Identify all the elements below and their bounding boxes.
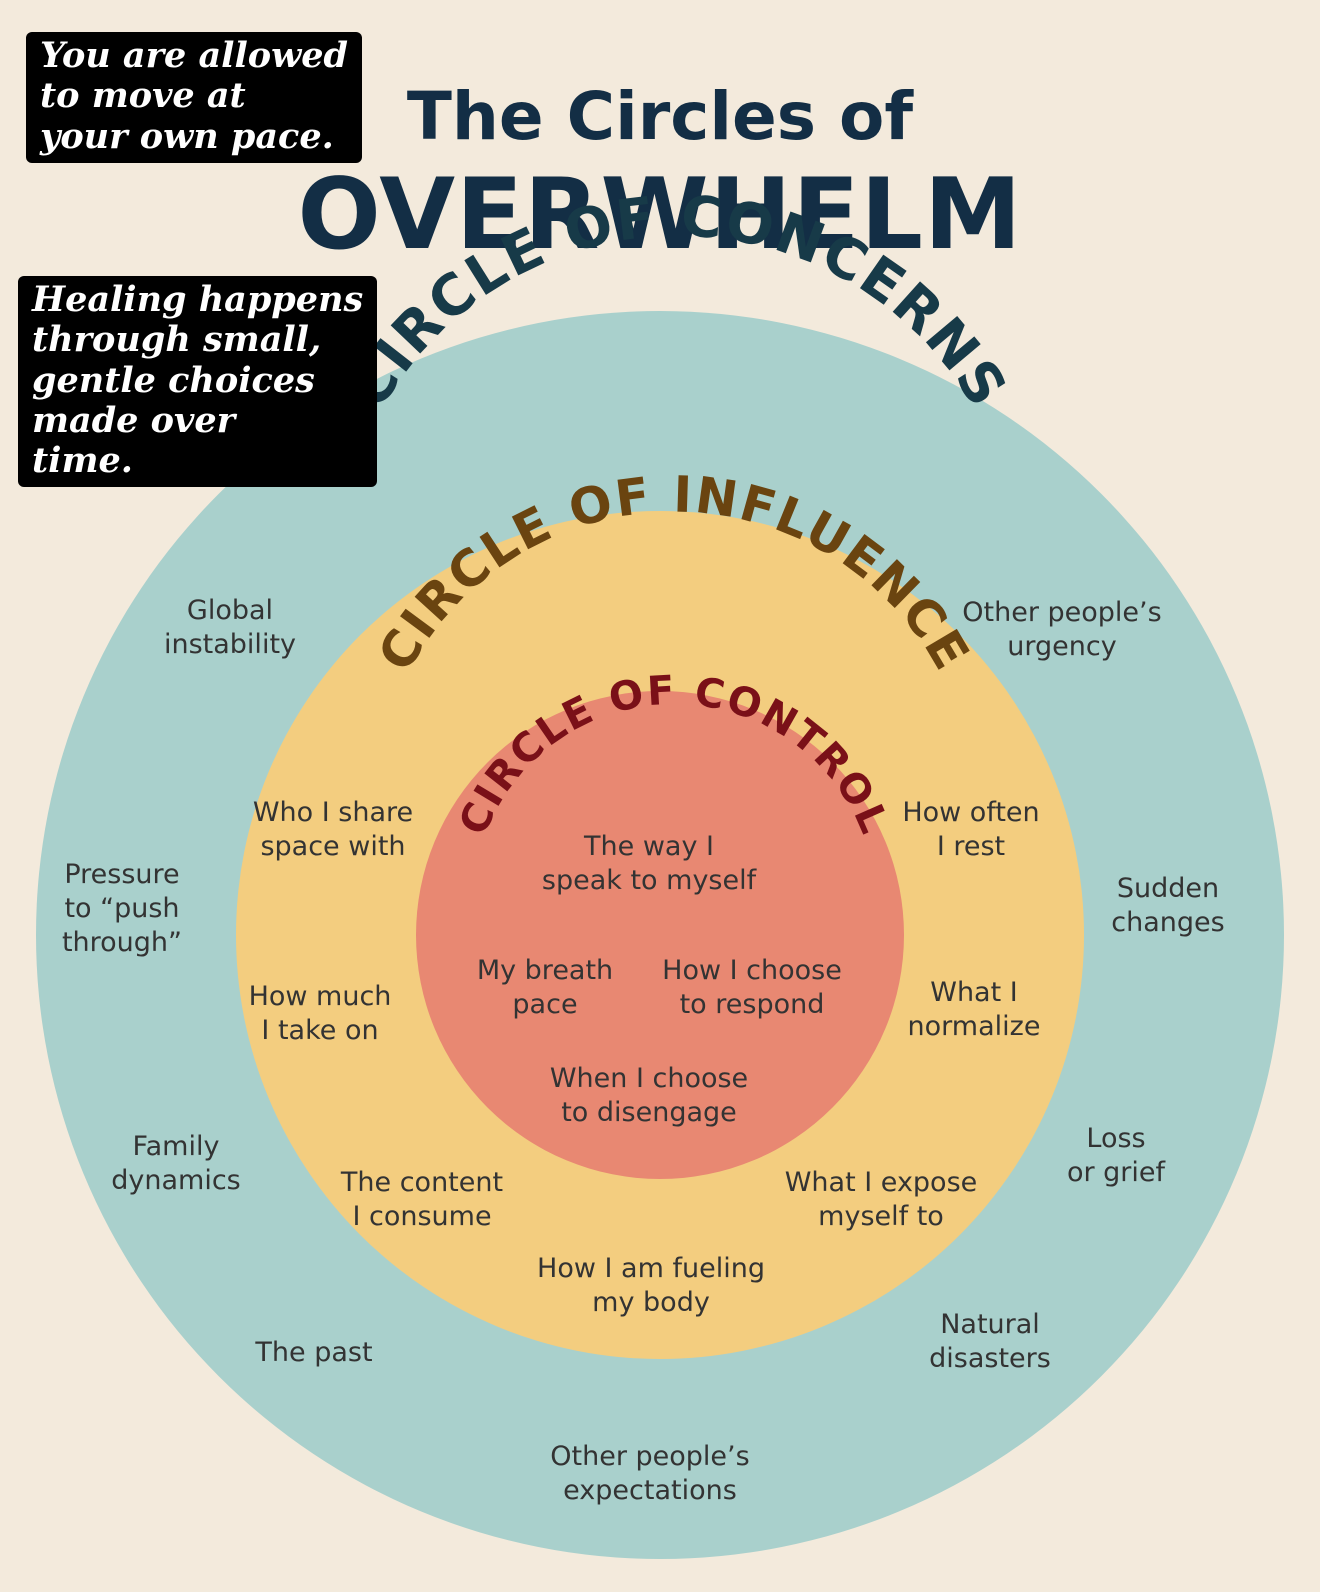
influence-item-line: I consume — [352, 1201, 491, 1232]
caption-line: You are allowed — [40, 35, 348, 76]
concern-item-line: Pressure — [64, 859, 179, 890]
control-item-line: to respond — [680, 989, 825, 1020]
influence-item-line: I take on — [261, 1015, 378, 1046]
concern-item-line: Family — [133, 1131, 220, 1162]
caption-line: Healing happens — [32, 279, 364, 320]
caption-line: your own pace. — [40, 115, 334, 157]
title-line-1: The Circles of — [406, 78, 914, 155]
influence-item-line: How much — [249, 981, 392, 1012]
concern-item-line: Other people’s — [962, 597, 1161, 628]
influence-item-line: What I — [930, 977, 1018, 1008]
caption-line: time. — [32, 440, 133, 481]
influence-item-line: Who I share — [253, 797, 413, 828]
title-line-2: OVERWHELM — [297, 158, 1023, 272]
control-item-line: speak to myself — [542, 865, 758, 896]
concern-item-line: Sudden — [1117, 873, 1219, 904]
caption-line: gentle choices — [32, 359, 315, 401]
concern-item-line: changes — [1111, 907, 1224, 938]
concern-item-line: Global — [187, 595, 273, 626]
control-item-line: When I choose — [550, 1063, 748, 1094]
control-item-line: How I choose — [662, 955, 842, 986]
control-item-line: The way I — [583, 831, 714, 862]
concern-item-line: The past — [254, 1337, 372, 1368]
influence-item-line: The content — [340, 1167, 503, 1198]
caption-line: to move at — [40, 75, 246, 117]
concern-item-line: to “push — [64, 893, 179, 924]
influence-item-line: myself to — [818, 1201, 944, 1232]
concern-item-line: dynamics — [111, 1165, 241, 1196]
caption-line: through small, — [32, 319, 322, 361]
circle-of-control-core — [416, 691, 904, 1179]
concern-item-line: urgency — [1007, 631, 1116, 662]
caption-line: made over — [32, 399, 236, 441]
influence-item-line: normalize — [908, 1011, 1041, 1042]
influence-item-line: How often — [902, 797, 1039, 828]
concern-item-line: expectations — [563, 1475, 737, 1506]
concern-item-line: instability — [164, 629, 296, 660]
influence-item-line: space with — [260, 831, 405, 862]
concern-item: The past — [254, 1337, 372, 1368]
control-item-line: My breath — [477, 955, 613, 986]
concern-item-line: through” — [62, 927, 182, 958]
influence-item-line: What I expose — [785, 1167, 978, 1198]
control-item-line: to disengage — [561, 1097, 737, 1128]
influence-item-line: How I am fueling — [537, 1253, 765, 1284]
influence-item-line: I rest — [937, 831, 1005, 862]
control-item-line: pace — [512, 989, 577, 1020]
concern-item-line: disasters — [929, 1343, 1051, 1374]
influence-item-line: my body — [592, 1287, 710, 1318]
concern-item-line: or grief — [1067, 1157, 1167, 1188]
concern-item-line: Other people’s — [550, 1441, 749, 1472]
concern-item-line: Natural — [940, 1309, 1040, 1340]
concern-item-line: Loss — [1086, 1123, 1145, 1154]
